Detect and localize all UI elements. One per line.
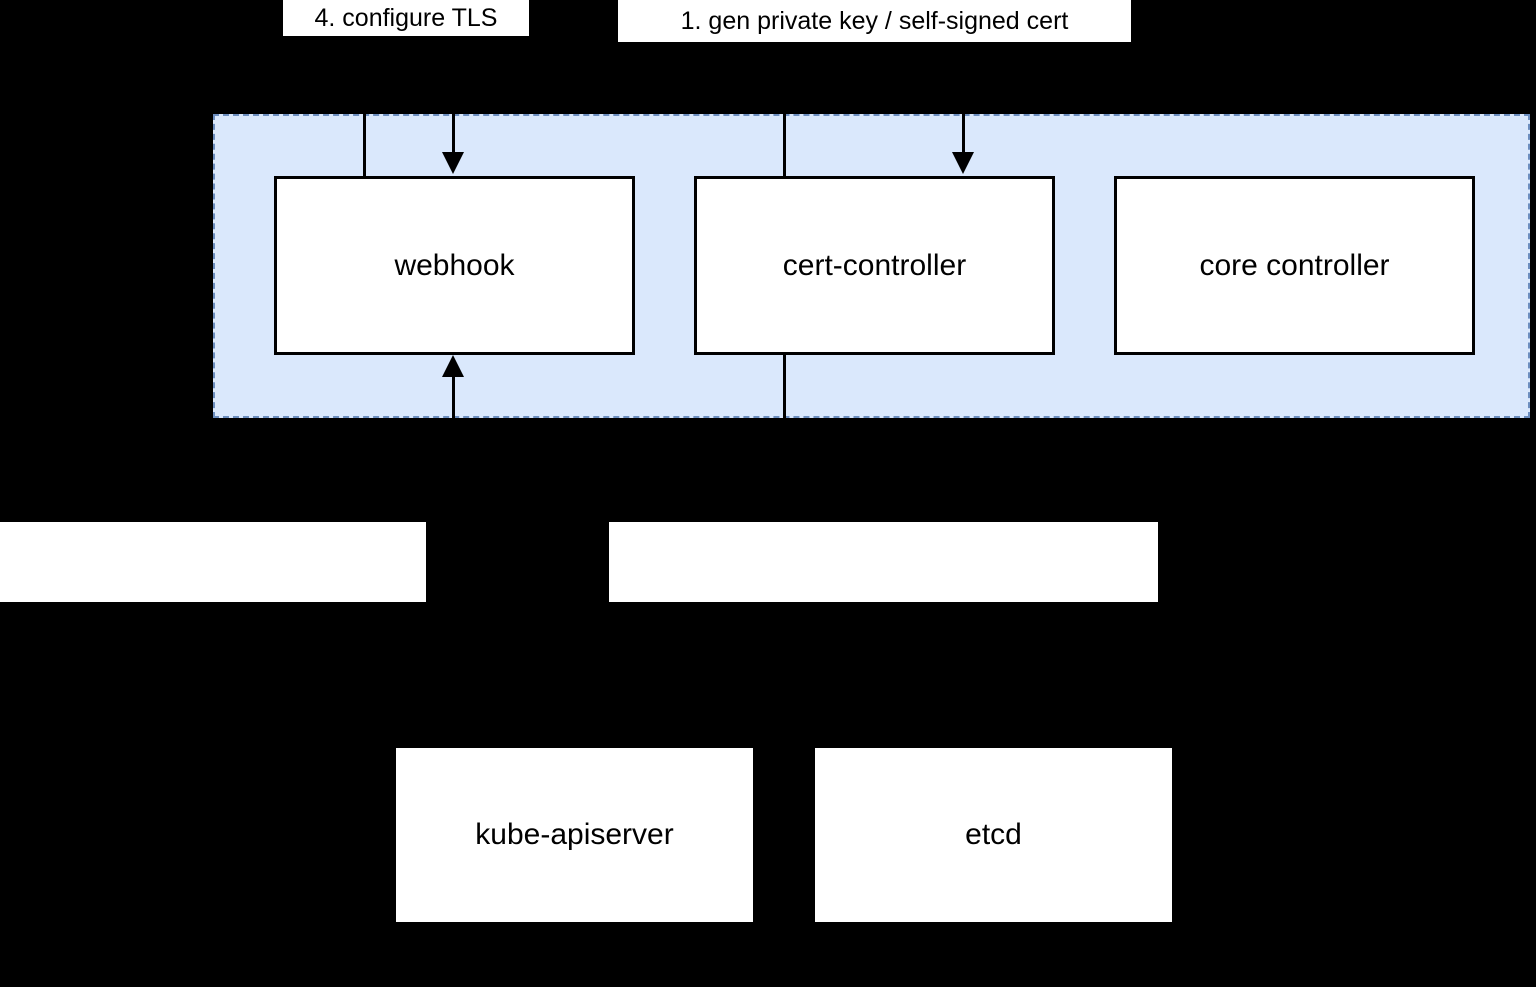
- connector-genkey-to-certcontroller-line: [962, 114, 965, 156]
- note-send-conversion-webhook: 5. send conversion/validating webhook: [0, 522, 426, 767]
- component-label-webhook: webhook: [394, 248, 515, 282]
- component-box-core-controller[interactable]: core controller: [1114, 176, 1475, 355]
- external-label-etcd: etcd: [965, 818, 1022, 851]
- component-box-cert-controller[interactable]: cert-controller: [694, 176, 1055, 355]
- note-gen-private-key: 1. gen private key / self-signed cert: [618, 0, 1131, 42]
- note-configure-tls: 4. configure TLS: [283, 0, 529, 36]
- note-send-conversion-line2: webhook: [162, 739, 264, 767]
- external-box-kube-apiserver[interactable]: kube-apiserver: [396, 748, 753, 922]
- connector-webhook-inbound-line: [452, 372, 455, 418]
- note-write-secret-update-cabundle: 2. write TLS secret 3. update caBundle i…: [609, 522, 1158, 767]
- component-box-webhook[interactable]: webhook: [274, 176, 635, 355]
- note-write-tls-secret: 2. write TLS secret: [611, 613, 819, 641]
- note-send-conversion-line1: 5. send conversion/validating: [2, 613, 325, 641]
- connector-genkey-to-webhook-line: [452, 114, 455, 156]
- arrow-down-icon-certcontroller: [952, 152, 974, 174]
- external-box-etcd[interactable]: etcd: [815, 748, 1172, 922]
- arrow-down-icon-webhook: [442, 152, 464, 174]
- component-label-cert-controller: cert-controller: [782, 248, 967, 282]
- component-label-core-controller: core controller: [1199, 248, 1390, 282]
- external-label-kube-apiserver: kube-apiserver: [475, 818, 674, 851]
- arrow-up-icon-webhook: [442, 355, 464, 377]
